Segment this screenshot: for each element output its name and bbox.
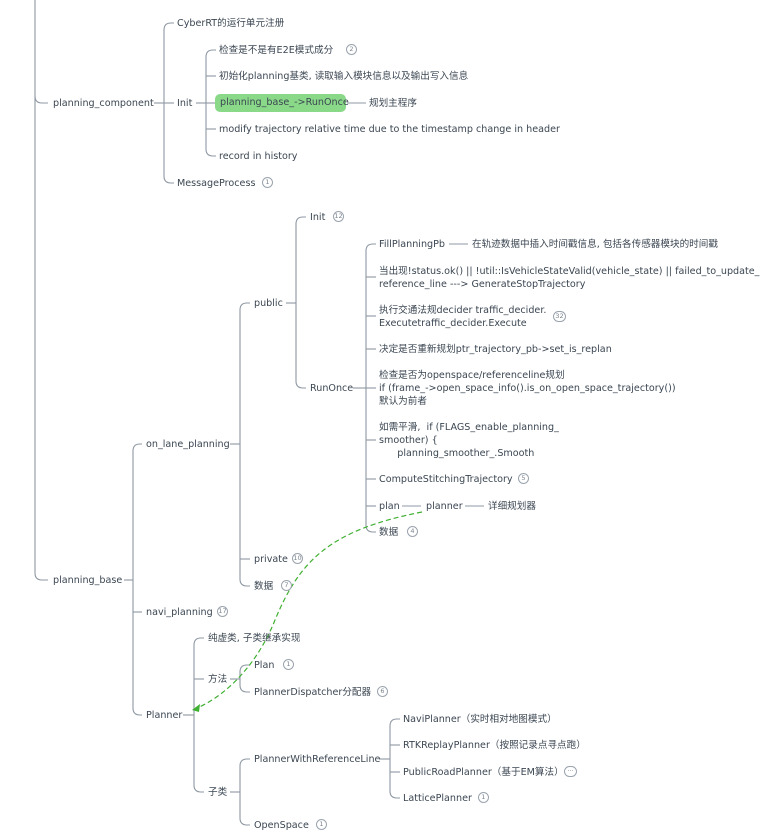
data-inner-count-badge[interactable]: 4 bbox=[407, 526, 418, 537]
record-history-node[interactable]: record in history bbox=[219, 151, 298, 162]
init-planning-node[interactable]: 初始化planning基类, 读取输入模块信息以及输出写入信息 bbox=[219, 71, 469, 82]
lattice-planner-node[interactable]: LatticePlanner bbox=[403, 793, 472, 804]
planner-desc-node[interactable]: 详细规划器 bbox=[488, 501, 536, 512]
rtk-replay-planner-node[interactable]: RTKReplayPlanner（按照记录点寻点跑） bbox=[403, 740, 586, 751]
planner-root-node[interactable]: Planner bbox=[146, 710, 183, 721]
fill-pb-desc-node[interactable]: 在轨迹数据中插入时间戳信息, 包括各传感器模块的时间戳 bbox=[472, 239, 718, 250]
fill-planning-pb-node[interactable]: FillPlanningPb bbox=[379, 239, 446, 250]
replan-node[interactable]: 决定是否重新规划ptr_trajectory_pb->set_is_replan bbox=[379, 344, 612, 355]
plan-main-node[interactable]: 规划主程序 bbox=[369, 98, 417, 109]
plan-method-node[interactable]: Plan bbox=[254, 660, 275, 671]
subclass-node[interactable]: 子类 bbox=[208, 787, 228, 798]
lattice-count-badge[interactable]: 1 bbox=[478, 792, 489, 803]
status-check-node[interactable]: 当出现!status.ok() || !util::IsVehicleState… bbox=[379, 266, 760, 290]
init2-count-badge[interactable]: 12 bbox=[333, 211, 344, 222]
navi-planning-node[interactable]: navi_planning bbox=[146, 607, 213, 618]
dispatcher-node[interactable]: PlannerDispatcher分配器 bbox=[254, 687, 372, 698]
run-once-node[interactable]: RunOnce bbox=[310, 383, 354, 394]
dispatcher-count-badge[interactable]: 6 bbox=[377, 686, 388, 697]
planning-base-node[interactable]: planning_base bbox=[53, 575, 123, 586]
public-node[interactable]: public bbox=[254, 298, 283, 309]
plan-method-count-badge[interactable]: 1 bbox=[283, 659, 294, 670]
with-reference-line-node[interactable]: PlannerWithReferenceLine bbox=[254, 754, 381, 765]
stitching-trajectory-node[interactable]: ComputeStitchingTrajectory bbox=[379, 474, 513, 485]
planning-component-node[interactable]: planning_component bbox=[53, 98, 154, 109]
navi-planning-count-badge[interactable]: 17 bbox=[217, 606, 228, 617]
init-node[interactable]: Init bbox=[177, 98, 193, 109]
init2-node[interactable]: Init bbox=[310, 212, 326, 223]
stitching-count-badge[interactable]: 5 bbox=[518, 473, 529, 484]
cyberrt-registration-node[interactable]: CyberRT的运行单元注册 bbox=[177, 18, 285, 29]
openspace-count-badge[interactable]: 1 bbox=[316, 819, 327, 830]
traffic-decider-node[interactable]: 执行交通法规decider traffic_decider. Executetr… bbox=[379, 305, 547, 329]
check-e2e-node[interactable]: 检查是不是有E2E模式成分 bbox=[219, 45, 334, 56]
check-e2e-count-badge[interactable]: 2 bbox=[346, 44, 357, 55]
data-inner-node[interactable]: 数据 bbox=[379, 527, 399, 538]
message-process-node[interactable]: MessageProcess bbox=[177, 178, 256, 189]
public-road-planner-node[interactable]: PublicRoadPlanner（基于EM算法） bbox=[403, 767, 564, 778]
plan-node[interactable]: plan bbox=[379, 501, 400, 512]
on-lane-planning-node[interactable]: on_lane_planning bbox=[146, 439, 230, 450]
navi-planner-node[interactable]: NaviPlanner（实时相对地图模式） bbox=[403, 714, 557, 725]
pure-virtual-node[interactable]: 纯虚类, 子类继承实现 bbox=[208, 633, 301, 644]
traffic-decider-count-badge[interactable]: 32 bbox=[553, 311, 566, 322]
private-node[interactable]: private bbox=[254, 554, 288, 565]
message-process-count-badge[interactable]: 1 bbox=[262, 177, 273, 188]
run-once-highlight-node[interactable]: planning_base_->RunOnce bbox=[215, 94, 349, 112]
smoother-node[interactable]: 如需平滑, if (FLAGS_enable_planning_ smoothe… bbox=[379, 422, 559, 459]
data-outer-count-badge[interactable]: 7 bbox=[281, 580, 292, 591]
public-road-collapsed-badge[interactable]: ··· bbox=[564, 766, 577, 777]
openspace-node[interactable]: OpenSpace bbox=[254, 820, 309, 831]
openspace-check-node[interactable]: 检查是否为openspace/referenceline规划 if (frame… bbox=[379, 370, 676, 407]
data-outer-node[interactable]: 数据 bbox=[254, 581, 274, 592]
modify-trajectory-node[interactable]: modify trajectory relative time due to t… bbox=[219, 124, 560, 135]
planner-node[interactable]: planner bbox=[426, 501, 463, 512]
method-node[interactable]: 方法 bbox=[208, 674, 228, 685]
private-count-badge[interactable]: 10 bbox=[292, 553, 303, 564]
